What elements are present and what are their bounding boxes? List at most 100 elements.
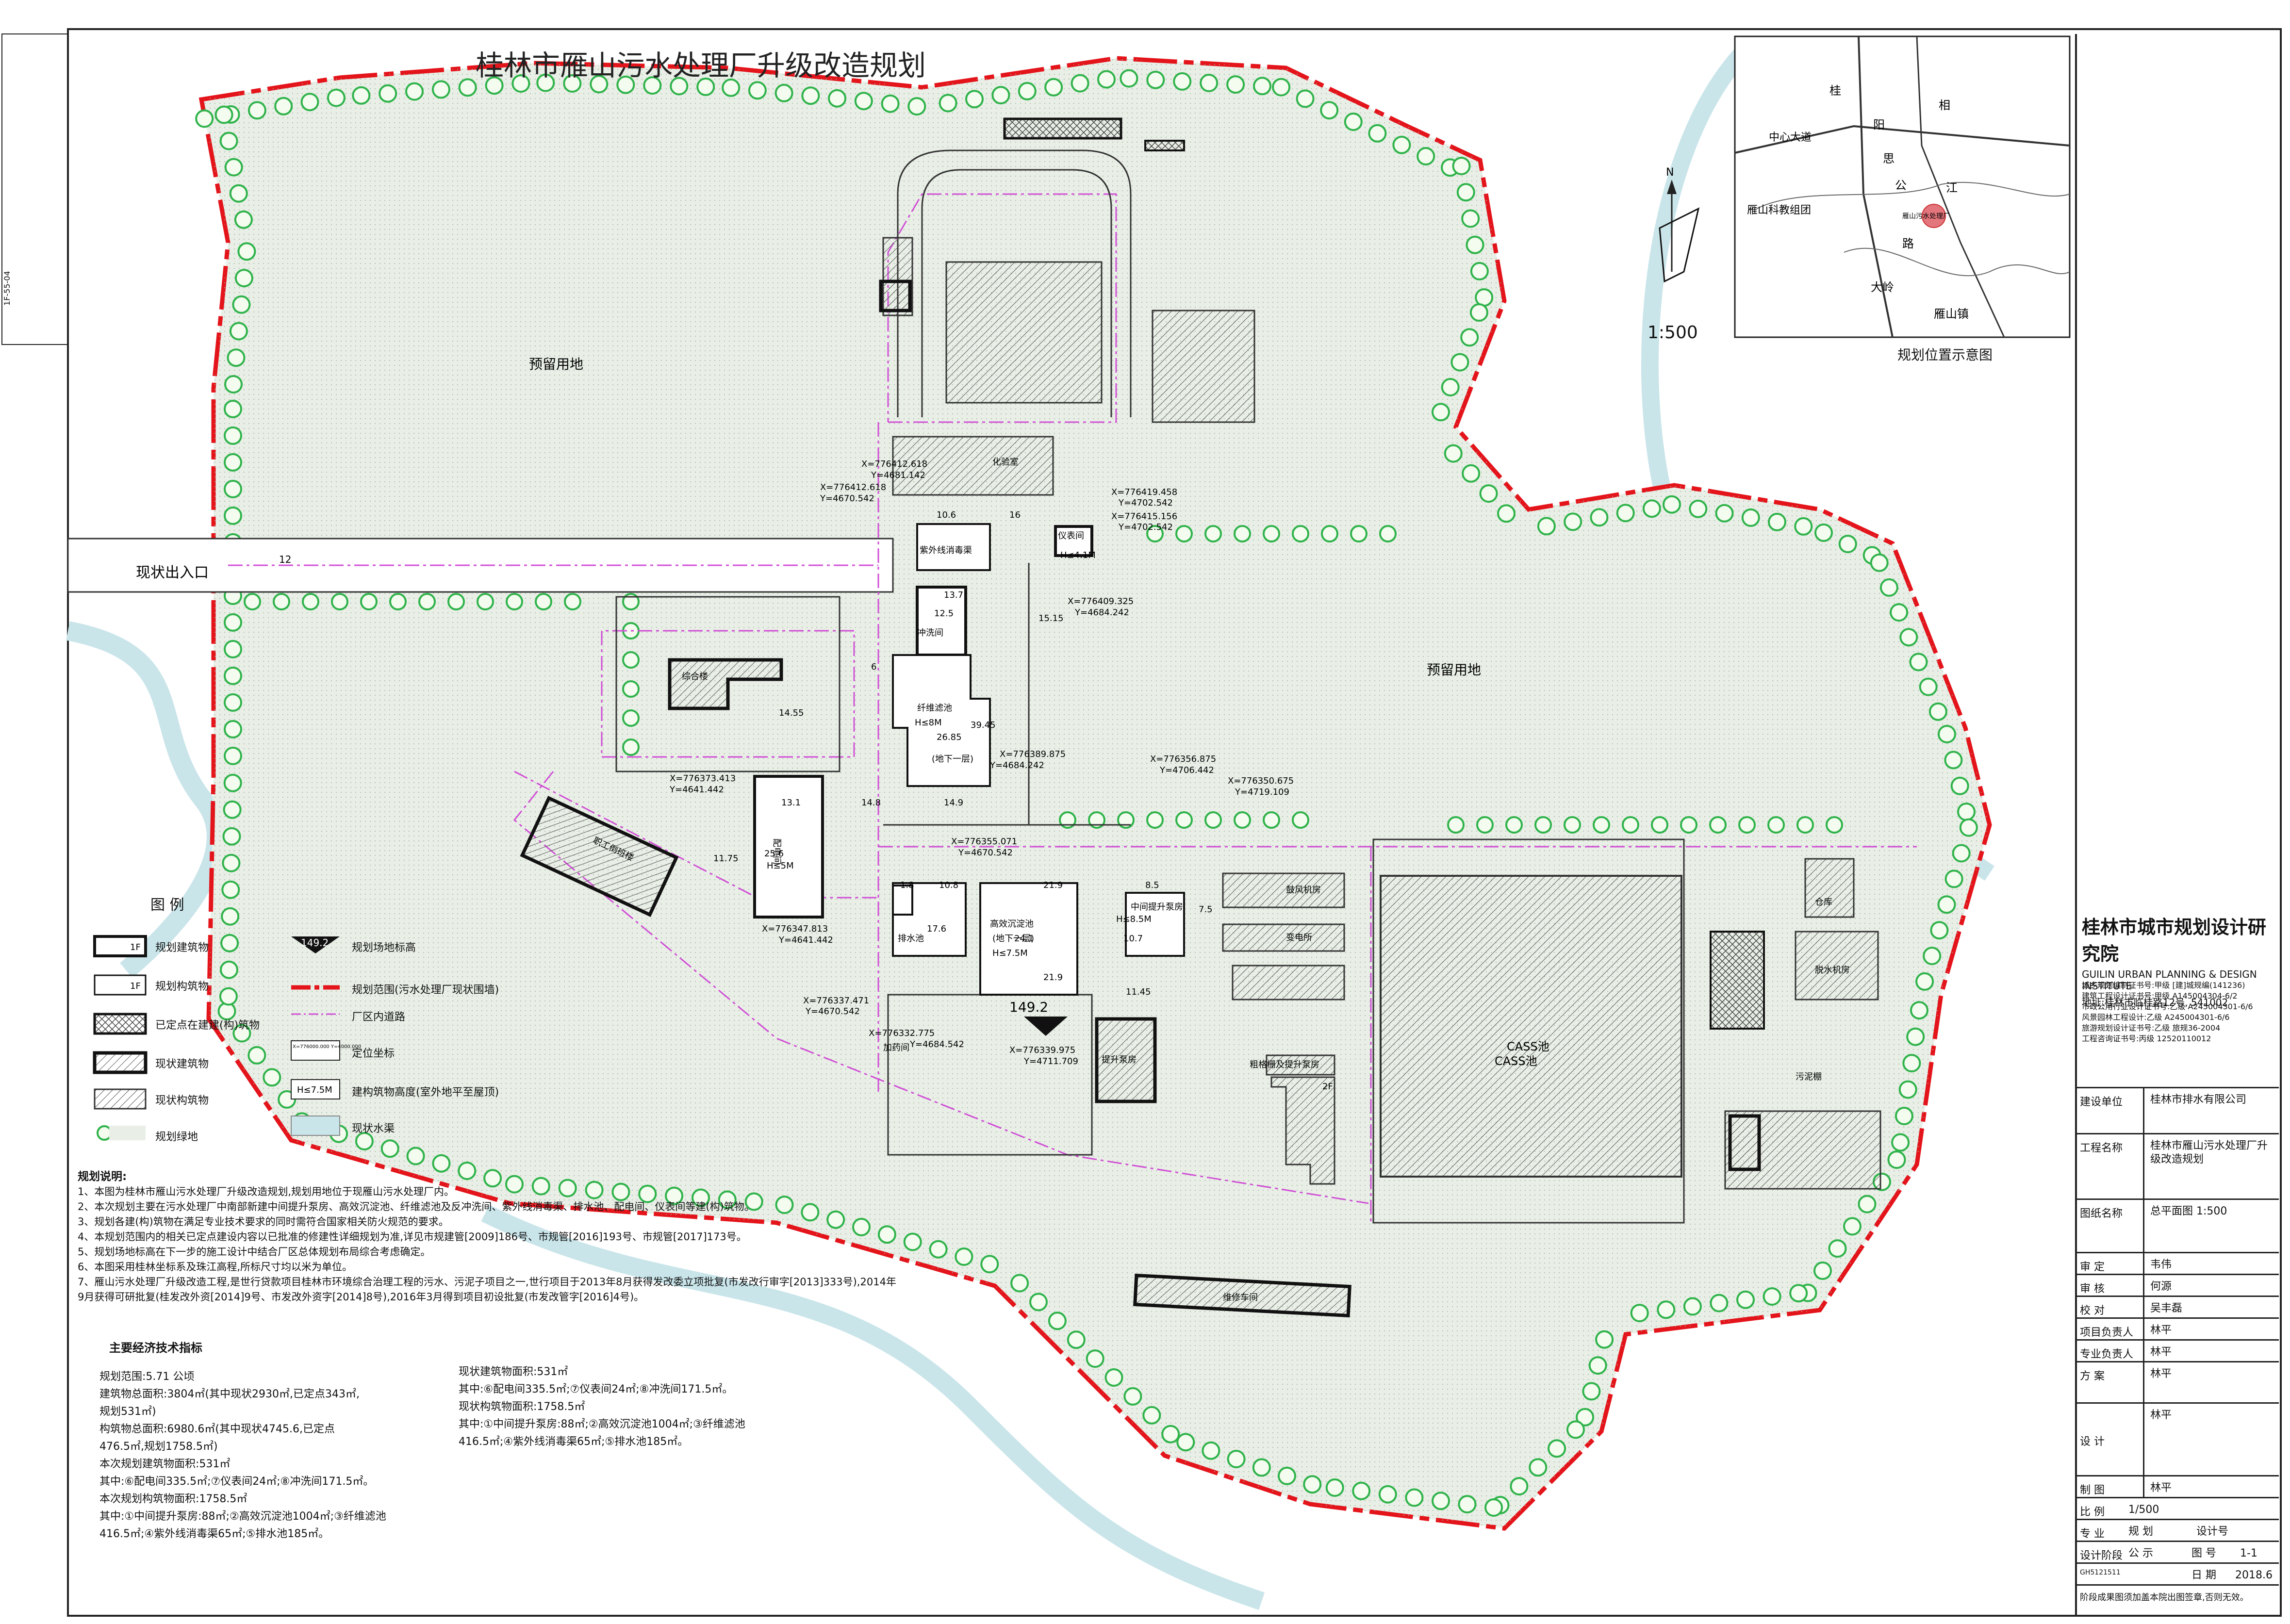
note-line: 4、本规划范围内的相关已定点建设内容以已批准的修建性详细规划为准,详见市规建管[… <box>78 1231 747 1243</box>
sludge-label: 污泥棚 <box>1796 1072 1822 1082</box>
tree <box>907 97 926 116</box>
econ-line: 416.5㎡;④紫外线消毒渠65㎡;⑤排水池185㎡。 <box>99 1528 329 1540</box>
tree <box>1715 504 1734 523</box>
b3-height: H≤8M <box>915 718 942 728</box>
tree <box>247 1046 266 1065</box>
legend-item: 规划绿地 <box>155 1131 198 1143</box>
cert-line: 旅游规划设计证书号:乙级 旅规36-2004 <box>2082 1023 2221 1033</box>
dim: 39.45 <box>971 720 996 730</box>
tree <box>622 680 640 698</box>
tree <box>273 593 290 610</box>
svg-text:Y=4684.242: Y=4684.242 <box>989 760 1044 771</box>
tree <box>1938 725 1956 743</box>
water-channel <box>481 1205 1265 1610</box>
tree <box>1071 74 1089 93</box>
tree <box>224 479 242 498</box>
storage-label: 仓库 <box>1815 897 1832 907</box>
econ-line: 其中:⑥配电间335.5㎡;⑦仪表间24㎡;⑧冲洗间171.5㎡。 <box>99 1476 374 1488</box>
tree <box>665 1186 684 1205</box>
svg-text:X=776339.975: X=776339.975 <box>1009 1045 1075 1055</box>
legend-item: 现状水渠 <box>352 1123 395 1135</box>
tree <box>1689 499 1708 518</box>
inset-place: 雁山镇 <box>1934 307 1969 321</box>
tree <box>1097 70 1116 89</box>
tree <box>1460 328 1479 347</box>
tree <box>622 651 640 669</box>
tree <box>1405 1488 1424 1507</box>
tree <box>1234 525 1251 542</box>
econ-line: 建筑物总面积:3804㎡(其中现状2930㎡,已定点343㎡, <box>99 1388 360 1400</box>
tree <box>406 1147 425 1165</box>
dim: 11.45 <box>1126 987 1151 997</box>
tree <box>929 1240 948 1259</box>
tree <box>1484 1498 1503 1517</box>
tree <box>224 453 242 472</box>
tree <box>1470 262 1489 280</box>
svg-text:X=776356.875: X=776356.875 <box>1150 754 1216 764</box>
tree <box>1736 1290 1755 1309</box>
dim: 7.5 <box>1199 904 1213 915</box>
height: H≤4.1M <box>1060 550 1096 560</box>
tree <box>1479 484 1498 503</box>
svg-text:Y=4711.709: Y=4711.709 <box>1023 1056 1078 1066</box>
tree <box>1059 811 1076 829</box>
tree <box>1898 1080 1917 1099</box>
tree <box>379 84 397 103</box>
entrance-label: 现状出入口 <box>136 564 209 581</box>
note-line: 3、规划各建(构)筑物在满足专业技术要求的同时需符合国家相关防火规范的要求。 <box>78 1216 449 1228</box>
dim: 10.7 <box>1123 934 1143 944</box>
org-block: 桂林市城市规划设计研究院 GUILIN URBAN PLANNING & DES… <box>2082 912 2276 1009</box>
svg-text:X=776347.813: X=776347.813 <box>762 924 828 934</box>
tree <box>458 78 477 97</box>
tree <box>1616 504 1635 523</box>
tree <box>1252 1458 1271 1477</box>
dim: 10.6 <box>937 510 956 520</box>
tree <box>1278 1466 1296 1485</box>
tree <box>274 97 293 115</box>
tree <box>801 1203 820 1222</box>
tree <box>1564 512 1582 531</box>
b7-label: 仪表间 <box>1058 531 1084 541</box>
tree <box>1576 1408 1595 1427</box>
tree <box>748 81 767 100</box>
svg-text:X=776350.675: X=776350.675 <box>1228 776 1294 786</box>
inset-road: 雁山科教组团 <box>1747 204 1811 216</box>
tree <box>380 1139 399 1158</box>
tree <box>1588 1356 1607 1375</box>
tree <box>722 78 741 97</box>
tree <box>1048 1312 1067 1330</box>
svg-text:Y=4719.109: Y=4719.109 <box>1235 787 1289 797</box>
tree <box>535 593 552 610</box>
inset-place: 公 <box>1895 179 1907 192</box>
tree <box>1303 1475 1322 1494</box>
tree <box>232 295 251 314</box>
svg-text:Y=4684.542: Y=4684.542 <box>909 1039 964 1050</box>
tree <box>1352 1481 1371 1500</box>
tree <box>431 80 450 99</box>
tree <box>1813 1261 1832 1280</box>
tree <box>1350 525 1367 542</box>
inset-site: 雁山污水处理厂 <box>1902 213 1950 220</box>
tree <box>224 640 242 658</box>
corner-code: 1F-55-04 <box>2 271 12 306</box>
tree <box>1120 69 1138 88</box>
tree <box>801 86 820 105</box>
tree <box>1622 816 1639 834</box>
tree <box>1767 816 1785 834</box>
tree <box>221 907 240 926</box>
cass-label-2: CASS池 <box>1495 1054 1537 1068</box>
north-label: N <box>1666 166 1674 179</box>
tree <box>224 693 242 712</box>
econ-line: 其中:⑥配电间335.5㎡;⑦仪表间24㎡;⑧冲洗间171.5㎡。 <box>459 1383 733 1395</box>
tree <box>195 109 214 128</box>
tree <box>1461 209 1480 228</box>
tree <box>1826 816 1843 834</box>
econ-line: 其中:①中间提升泵房:88㎡;②高效沉淀池1004㎡;③纤维滤池 <box>459 1418 745 1430</box>
tree <box>1828 1239 1847 1258</box>
tree <box>774 83 793 102</box>
tree <box>1104 1368 1123 1387</box>
power-label: 变电所 <box>1286 933 1312 943</box>
org-name-en: GUILIN URBAN PLANNING & DESIGN INSTITUTE <box>2082 968 2257 992</box>
tree <box>622 593 640 610</box>
